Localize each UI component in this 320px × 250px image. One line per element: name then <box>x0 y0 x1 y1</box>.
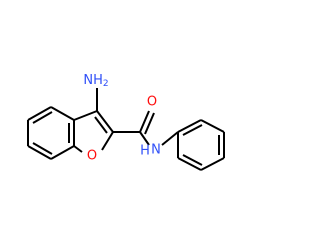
bond-carbonyl-o-2 <box>144 112 155 135</box>
bond-phenyl-2 <box>200 119 225 133</box>
bond-carbonyl-o-1 <box>139 110 150 133</box>
amide-nitrogen-label: N <box>151 143 161 158</box>
bond-benzo-2 <box>50 106 75 121</box>
structure-canvas: NH2 O O N H <box>27 72 225 171</box>
amine-subscript: 2 <box>103 79 109 89</box>
bond-carbonyl-n <box>139 131 150 146</box>
bond-phenyl-1 <box>177 119 202 133</box>
carbonyl-oxygen-label: O <box>147 95 157 110</box>
bond-benzo-4 <box>50 145 75 160</box>
bond-phenyl-5 <box>177 157 202 171</box>
bond-benzo-1 <box>27 106 52 121</box>
bond-c3-c2 <box>96 110 114 133</box>
bond-phenyl-1-inner <box>182 124 203 136</box>
amine-label: NH2 <box>83 73 108 90</box>
bond-phenyl-4 <box>200 157 225 171</box>
bond-c3-c2-inner <box>94 116 108 134</box>
amide-hydrogen-label: H <box>140 144 150 159</box>
furan-oxygen-label: O <box>87 149 97 164</box>
bond-benzo-1-inner <box>32 111 53 124</box>
bond-c2-ofuran <box>101 131 114 151</box>
bond-benzo-5 <box>27 145 52 160</box>
amine-nh-text: NH <box>83 73 103 88</box>
bond-n-phenyl <box>161 131 179 146</box>
bond-c3a-c3 <box>73 110 98 121</box>
bond-phenyl-5-inner <box>182 154 203 166</box>
chemical-structure-diagram: NH2 O O N H <box>27 73 225 171</box>
bond-benzo-5-inner <box>32 142 53 155</box>
bond-ofuran-c7a <box>73 145 83 153</box>
